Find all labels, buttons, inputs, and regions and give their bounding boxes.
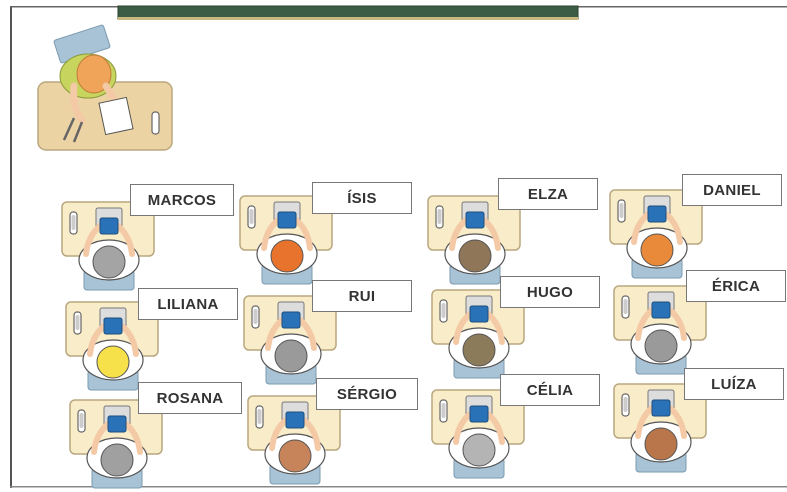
student-name-label: CÉLIA bbox=[500, 374, 600, 406]
pencil-case bbox=[623, 397, 628, 412]
student-arm bbox=[87, 323, 107, 357]
student-arm bbox=[83, 223, 103, 257]
student-hair bbox=[458, 239, 492, 273]
student-desk bbox=[613, 383, 707, 473]
student-arm bbox=[115, 223, 135, 257]
student-hair bbox=[644, 427, 678, 461]
student-arm bbox=[453, 411, 473, 445]
student-hair bbox=[278, 439, 312, 473]
pencil-case bbox=[437, 209, 442, 224]
tablet bbox=[99, 217, 119, 235]
teacher-hair bbox=[76, 54, 112, 94]
student-arm bbox=[667, 307, 687, 341]
student-name-label: RUI bbox=[312, 280, 412, 312]
pencil-case bbox=[257, 409, 262, 424]
student-arm bbox=[631, 211, 651, 245]
student-name-label: LUÍZA bbox=[684, 368, 784, 400]
tablet bbox=[465, 211, 485, 229]
tablet bbox=[103, 317, 123, 335]
tablet bbox=[651, 301, 671, 319]
tablet bbox=[469, 405, 489, 423]
student-hair bbox=[274, 339, 308, 373]
student-hair bbox=[644, 329, 678, 363]
student-hair bbox=[96, 345, 130, 379]
student-arm bbox=[269, 417, 289, 451]
students-layer bbox=[61, 189, 707, 489]
student-name-label: ROSANA bbox=[138, 382, 242, 414]
student-arm bbox=[667, 405, 687, 439]
student-desk bbox=[239, 195, 333, 285]
tablet bbox=[277, 211, 297, 229]
student-arm bbox=[261, 217, 281, 251]
teacher-arm bbox=[70, 82, 86, 124]
pencil-case bbox=[619, 203, 624, 218]
pencil-case bbox=[75, 315, 80, 330]
student-arm bbox=[119, 323, 139, 357]
tablet bbox=[107, 415, 127, 433]
pencil-case bbox=[441, 303, 446, 318]
student-name-label: MARCOS bbox=[130, 184, 234, 216]
student-desk bbox=[613, 285, 707, 375]
student-arm bbox=[91, 421, 111, 455]
student-name-label: SÉRGIO bbox=[316, 378, 418, 410]
pencil bbox=[72, 121, 84, 143]
student-hair bbox=[92, 245, 126, 279]
student-arm bbox=[449, 217, 469, 251]
student-name-label: LILIANA bbox=[138, 288, 238, 320]
pencil-case bbox=[79, 413, 84, 428]
student-arm bbox=[485, 311, 505, 345]
student-arm bbox=[485, 411, 505, 445]
student-desk bbox=[65, 301, 159, 391]
room-wall-left bbox=[10, 6, 12, 488]
student-name-label: ÉRICA bbox=[686, 270, 786, 302]
pencil bbox=[62, 117, 76, 141]
pencil-case bbox=[253, 309, 258, 324]
pencil-case bbox=[249, 209, 254, 224]
pencil-case bbox=[71, 215, 76, 230]
student-arm bbox=[453, 311, 473, 345]
student-name-label: HUGO bbox=[500, 276, 600, 308]
student-arm bbox=[635, 405, 655, 439]
teacher bbox=[37, 24, 173, 151]
student-hair bbox=[640, 233, 674, 267]
student-name-label: ÍSIS bbox=[312, 182, 412, 214]
student-desk bbox=[431, 389, 525, 479]
student-name-label: ELZA bbox=[498, 178, 598, 210]
room-floor-line bbox=[10, 486, 787, 488]
tablet bbox=[285, 411, 305, 429]
student-hair bbox=[462, 433, 496, 467]
student-hair bbox=[100, 443, 134, 477]
student-arm bbox=[293, 217, 313, 251]
student-desk bbox=[609, 189, 703, 279]
student-hair bbox=[462, 333, 496, 367]
student-name-label: DANIEL bbox=[682, 174, 782, 206]
student-arm bbox=[635, 307, 655, 341]
student-arm bbox=[481, 217, 501, 251]
tablet bbox=[469, 305, 489, 323]
student-desk bbox=[61, 201, 155, 291]
blackboard-ledge bbox=[118, 17, 578, 20]
tablet bbox=[281, 311, 301, 329]
pencil-case bbox=[441, 403, 446, 418]
student-arm bbox=[297, 317, 317, 351]
eraser bbox=[151, 111, 160, 135]
tablet bbox=[647, 205, 667, 223]
teacher-paper bbox=[98, 96, 134, 136]
student-desk bbox=[427, 195, 521, 285]
tablet bbox=[651, 399, 671, 417]
student-arm bbox=[123, 421, 143, 455]
student-arm bbox=[301, 417, 321, 451]
student-arm bbox=[663, 211, 683, 245]
student-hair bbox=[270, 239, 304, 273]
pencil-case bbox=[623, 299, 628, 314]
student-arm bbox=[265, 317, 285, 351]
